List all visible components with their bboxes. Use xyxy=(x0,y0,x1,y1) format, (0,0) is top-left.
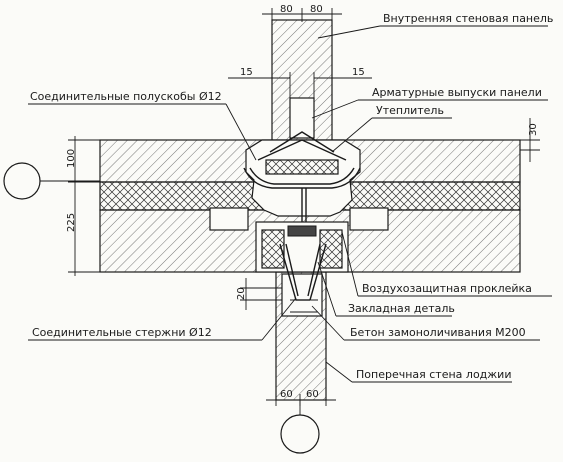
axis-circle-bottom xyxy=(280,400,320,454)
leader-rebar-outlets: Арматурные выпуски панели xyxy=(311,86,548,119)
leader-concrete: Бетон замоноличивания М200 xyxy=(311,305,540,341)
dim-left-225: 225 xyxy=(66,213,77,232)
label-half-brackets: Соединительные полускобы Ø12 xyxy=(30,90,222,103)
slab-notch-right xyxy=(349,207,389,231)
joint-cavity xyxy=(243,131,361,228)
label-concrete: Бетон замоноличивания М200 xyxy=(350,326,526,339)
label-loggia-wall: Поперечная стена лоджии xyxy=(356,368,511,381)
axis-circle-left xyxy=(3,162,100,200)
dim-top: 80 80 xyxy=(262,4,342,22)
dim-top-right: 80 xyxy=(310,4,323,15)
loggia-wall xyxy=(275,271,327,401)
dim-20-group: 20 xyxy=(236,278,282,310)
dim-bottom-right: 60 xyxy=(306,389,319,400)
dim-right-30: 30 xyxy=(528,123,539,136)
dim-right-30-group: 30 xyxy=(520,118,540,162)
dim-left: 100 225 xyxy=(66,136,100,276)
label-connecting-rods: Соединительные стержни Ø12 xyxy=(32,326,212,339)
label-inner-panel: Внутренняя стеновая панель xyxy=(383,12,553,25)
leader-loggia-wall: Поперечная стена лоджии xyxy=(325,361,512,383)
leader-insulation: Утеплитель xyxy=(331,104,452,153)
dim-15: 15 15 xyxy=(228,67,372,100)
dim-left-20: 20 xyxy=(236,287,247,300)
dim-bottom: 60 60 xyxy=(266,389,336,406)
inner-wall-panel xyxy=(271,19,333,143)
dim-left-100: 100 xyxy=(66,149,77,168)
dim-bottom-left: 60 xyxy=(280,389,293,400)
leader-half-brackets: Соединительные полускобы Ø12 xyxy=(28,90,257,161)
label-air-seal: Воздухозащитная проклейка xyxy=(362,282,532,295)
leader-inner-panel: Внутренняя стеновая панель xyxy=(317,12,553,39)
leader-connecting-rods: Соединительные стержни Ø12 xyxy=(28,297,297,341)
embedded-part xyxy=(255,221,349,313)
label-embedded-part: Закладная деталь xyxy=(348,302,455,315)
slab-notch-left xyxy=(209,207,249,231)
label-insulation: Утеплитель xyxy=(376,104,444,117)
leader-embedded-part: Закладная деталь xyxy=(317,261,455,317)
label-rebar-outlets: Арматурные выпуски панели xyxy=(372,86,542,99)
dim-left-15: 15 xyxy=(240,67,253,78)
leader-air-seal: Воздухозащитная проклейка xyxy=(341,231,552,297)
dim-top-left: 80 xyxy=(280,4,293,15)
dim-right-15: 15 xyxy=(352,67,365,78)
